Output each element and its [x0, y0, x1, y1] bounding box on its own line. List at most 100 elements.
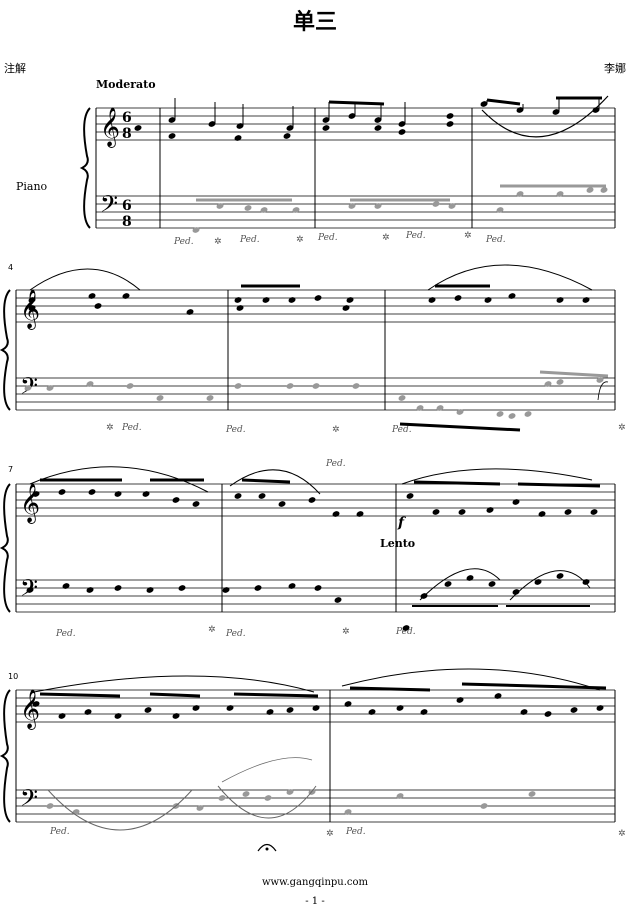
time-signature-bottom: 8	[122, 126, 132, 142]
note-head	[234, 135, 242, 141]
pedal-down-mark: Ped.	[395, 627, 416, 637]
note-head	[58, 713, 66, 719]
slurs	[29, 95, 609, 831]
note-head	[84, 709, 92, 715]
dynamic-forte: f	[398, 515, 405, 531]
pedal-down-mark: Ped.	[225, 425, 246, 435]
note-head	[398, 121, 406, 127]
note-head	[288, 583, 296, 589]
note-head	[342, 305, 350, 311]
note-head	[192, 227, 200, 233]
pedal-down-mark: Ped.	[391, 425, 412, 435]
staff-system: 𝄞𝄢	[0, 483, 616, 613]
note-head	[480, 101, 488, 107]
note-head	[556, 573, 564, 579]
note-head	[352, 383, 360, 389]
treble-clef-icon: 𝄞	[100, 107, 120, 148]
note-head	[94, 303, 102, 309]
note-head	[564, 509, 572, 515]
note-head	[456, 697, 464, 703]
time-signature-top: 6	[122, 110, 132, 126]
note-head	[374, 117, 382, 123]
note-head	[244, 205, 252, 211]
note-head	[32, 491, 40, 497]
note-head	[192, 501, 200, 507]
note-head	[508, 413, 516, 419]
note-head	[58, 489, 66, 495]
pedal-release-icon: ✲	[332, 425, 340, 435]
note-head	[314, 585, 322, 591]
note-head	[396, 793, 404, 799]
note-head	[586, 187, 594, 193]
note-head	[416, 405, 424, 411]
note-head	[420, 709, 428, 715]
pedal-markings: Ped. Ped. Ped. Ped. Ped. Ped. Ped. Ped. Ped. Ped.…	[49, 231, 626, 839]
note-head	[494, 693, 502, 699]
pedal-release-icon: ✲	[106, 423, 114, 433]
staff-system: 𝄞𝄢	[0, 689, 616, 823]
note-head	[178, 585, 186, 591]
note-head	[480, 803, 488, 809]
note-head	[508, 293, 516, 299]
bass-clef-icon: 𝄢	[20, 784, 38, 817]
note-head	[28, 297, 36, 303]
bass-clef-icon: 𝄢	[100, 190, 118, 223]
note-head	[258, 493, 266, 499]
note-head	[226, 705, 234, 711]
note-head	[216, 203, 224, 209]
pedal-down-mark: Ped.	[345, 827, 366, 837]
note-head	[28, 305, 36, 311]
staff-brace	[79, 107, 91, 229]
note-head	[448, 203, 456, 209]
note-head	[512, 499, 520, 505]
note-head	[168, 133, 176, 139]
note-head	[516, 107, 524, 113]
note-head	[126, 383, 134, 389]
note-head	[264, 795, 272, 801]
note-head	[24, 385, 32, 391]
note-head	[46, 385, 54, 391]
note-head	[596, 705, 604, 711]
fermata-mark	[257, 843, 277, 852]
pedal-down-mark: Ped.	[173, 237, 194, 247]
note-head	[122, 293, 130, 299]
note-head	[436, 405, 444, 411]
note-heads	[24, 96, 609, 815]
note-head	[26, 587, 34, 593]
pedal-down-mark: Ped.	[405, 231, 426, 241]
note-head	[346, 297, 354, 303]
pedal-down-mark: Ped.	[239, 235, 260, 245]
note-head	[520, 709, 528, 715]
note-head	[88, 293, 96, 299]
measure-number-10: 10	[8, 672, 19, 681]
note-head	[283, 133, 291, 139]
note-head	[516, 191, 524, 197]
note-head	[86, 587, 94, 593]
note-head	[114, 713, 122, 719]
pedal-down-mark: Ped.	[325, 459, 346, 469]
note-head	[348, 113, 356, 119]
note-head	[32, 701, 40, 707]
pedal-release-icon: ✲	[464, 231, 472, 241]
note-head	[528, 791, 536, 797]
note-head	[46, 803, 54, 809]
pedal-down-mark: Ped.	[485, 235, 506, 245]
note-head	[456, 409, 464, 415]
pedal-down-mark: Ped.	[55, 629, 76, 639]
note-head	[278, 501, 286, 507]
note-head	[288, 297, 296, 303]
note-head	[374, 203, 382, 209]
note-head	[234, 297, 242, 303]
note-head	[570, 707, 578, 713]
note-head	[356, 511, 364, 517]
note-head	[596, 377, 604, 383]
note-head	[556, 191, 564, 197]
note-head	[552, 109, 560, 115]
note-head	[582, 579, 590, 585]
note-head	[512, 589, 520, 595]
composer-credit: 李娜	[604, 62, 626, 75]
note-head	[600, 187, 608, 193]
note-head	[196, 805, 204, 811]
note-head	[222, 587, 230, 593]
